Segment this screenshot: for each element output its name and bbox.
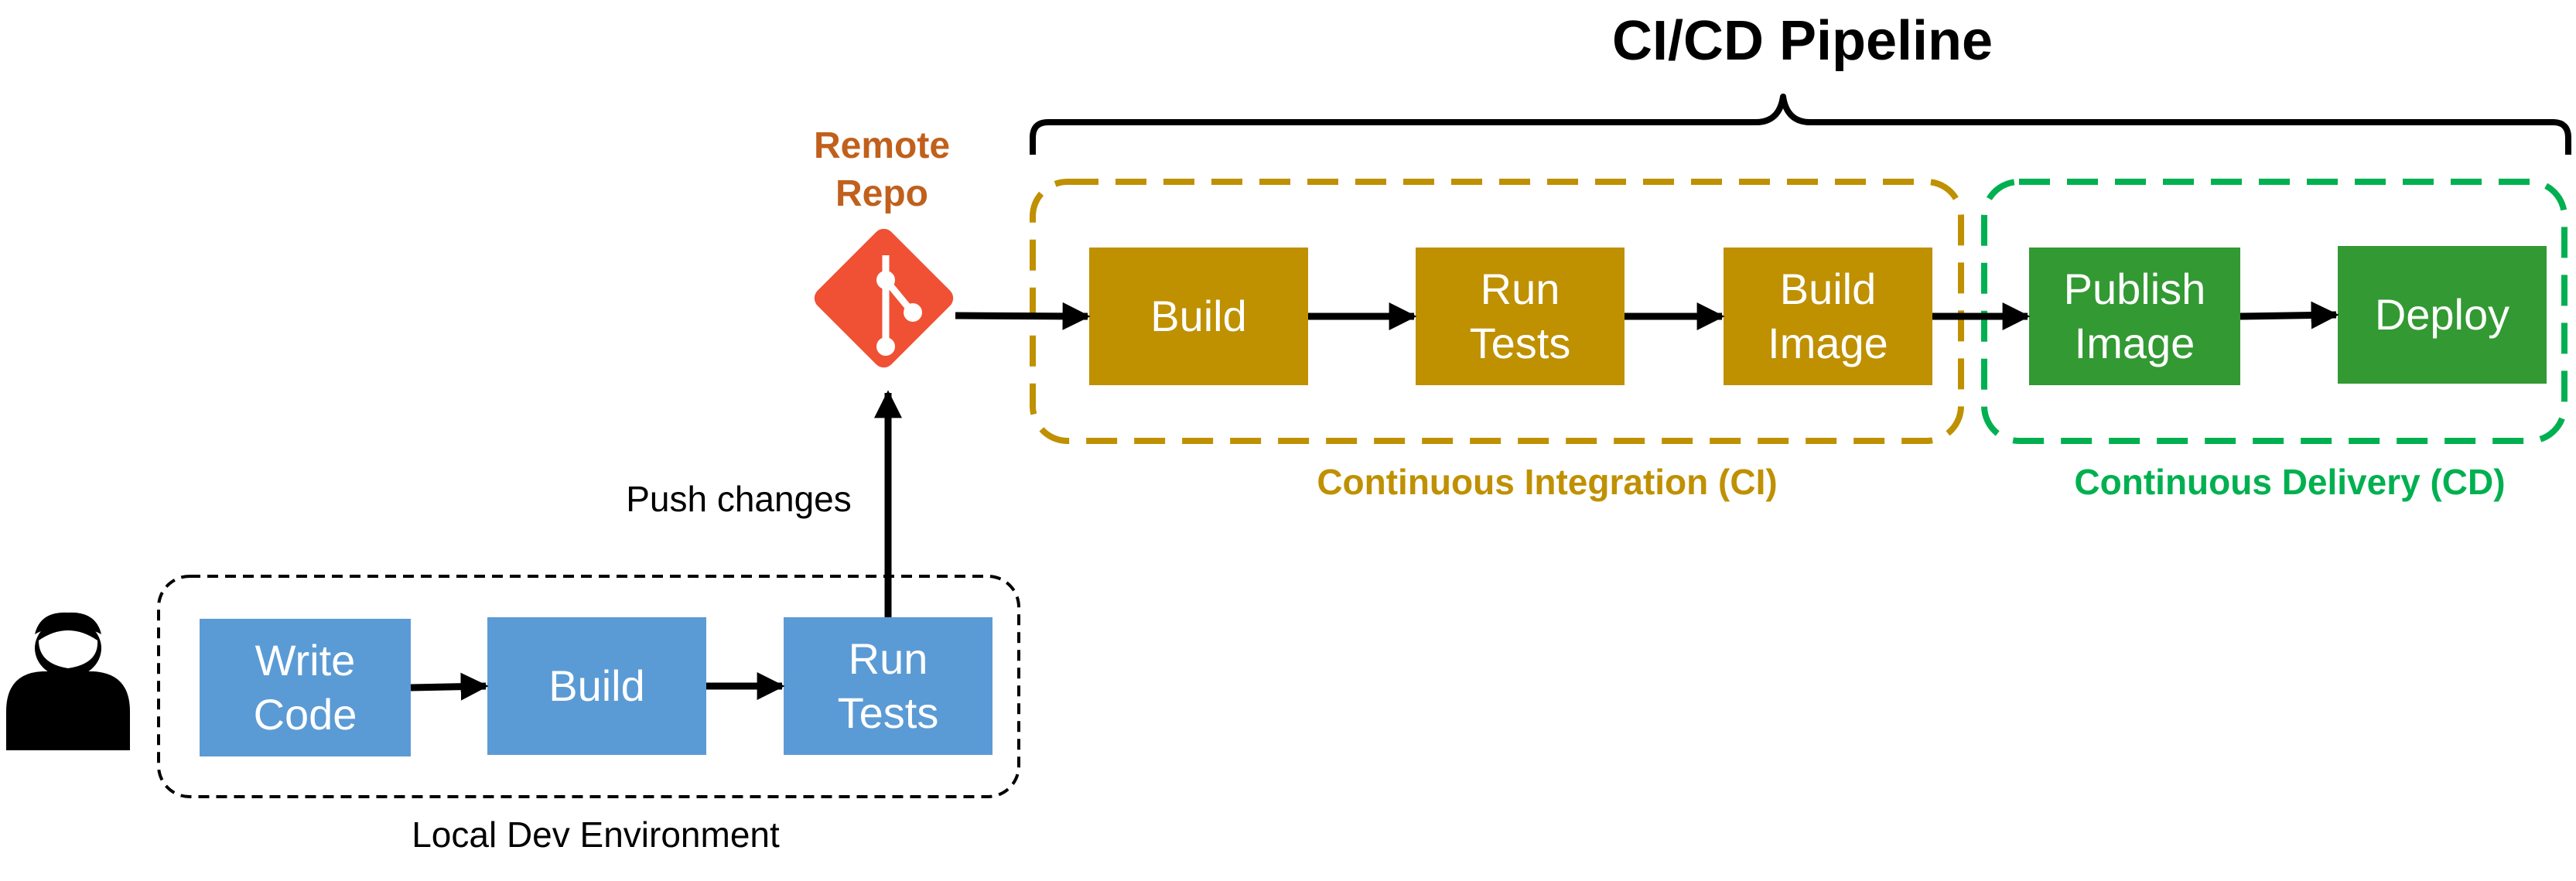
cd-group-label: Continuous Delivery (CD) [2074, 462, 2506, 502]
step-label-line2: Code [253, 690, 357, 739]
pipeline-brace [1030, 94, 2571, 155]
step-label-line1: Run [1480, 265, 1560, 313]
arrow-publish-to-deploy [2239, 301, 2339, 330]
ci-group-label: Continuous Integration (CI) [1317, 462, 1778, 502]
cd-group-border [1981, 179, 2567, 444]
step-label-line1: Run [848, 634, 928, 683]
remote-repo-label: Remote Repo [758, 122, 1006, 219]
cd-step-box-publish-image [2029, 248, 2240, 385]
ci-group-border [1030, 179, 1964, 444]
local-step-box-build [487, 617, 706, 755]
arrow-write-to-build [410, 672, 489, 701]
local-env-border [157, 575, 1020, 798]
cd-step-deploy: Deploy [2338, 246, 2547, 384]
local-step-box-run-tests [784, 617, 992, 755]
step-label-line1: Build [548, 661, 645, 710]
step-label-line1: Build [1150, 292, 1247, 340]
step-label-line2: Tests [837, 688, 939, 737]
step-label-line2: Image [2074, 319, 2195, 367]
push-changes-label: Push changes [626, 479, 852, 519]
ci-step-build: Build [1089, 248, 1308, 385]
git-icon [814, 228, 954, 368]
cd-step-box-deploy [2338, 246, 2547, 384]
pipeline-title: CI/CD Pipeline [1611, 10, 1993, 72]
ci-step-box-build-image [1724, 248, 1932, 385]
remote-repo-label-line2: Repo [835, 173, 928, 215]
step-label-line1: Write [255, 636, 356, 685]
local-step-build: Build [487, 617, 706, 755]
remote-repo-label-line1: Remote [813, 125, 951, 166]
local-env-label: Local Dev Environment [412, 814, 780, 855]
developer-icon [6, 612, 130, 750]
step-label-line2: Tests [1469, 319, 1571, 367]
step-label-line1: Publish [2063, 265, 2206, 313]
ci-step-box-run-tests [1416, 248, 1625, 385]
local-step-box-write-code [200, 619, 411, 756]
step-label-line1: Build [1779, 265, 1877, 313]
ci-step-box-build [1089, 248, 1308, 385]
step-label-line2: Image [1768, 319, 1888, 367]
step-label-line1: Deploy [2374, 290, 2510, 339]
